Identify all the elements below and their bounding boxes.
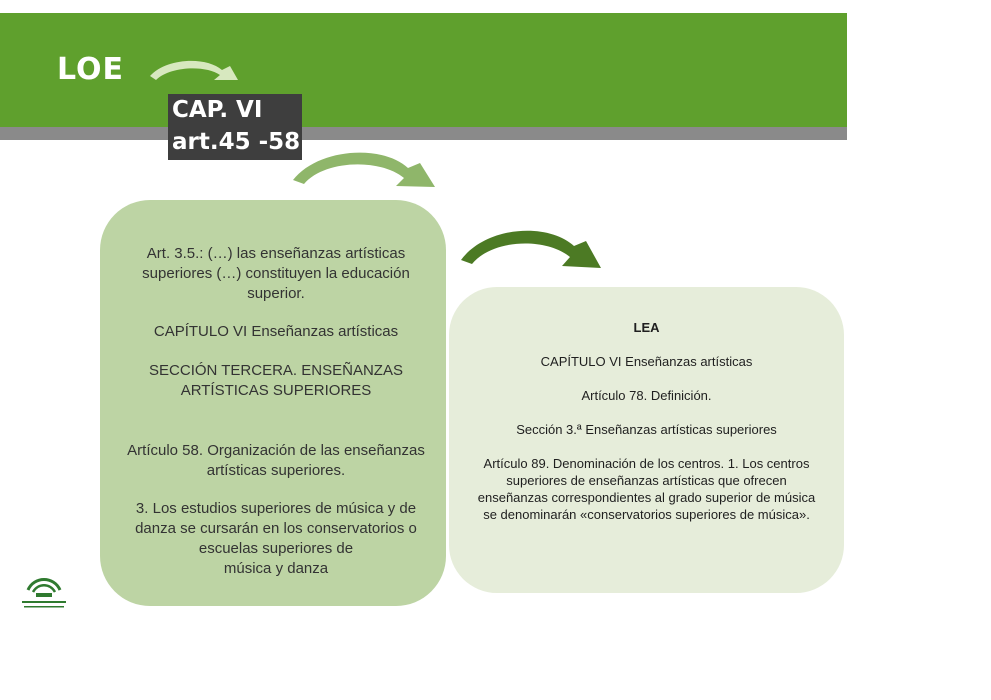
lea-paragraph: Artículo 78. Definición. — [581, 388, 712, 403]
page-title: LOE — [57, 52, 125, 87]
loe-paragraph: CAPÍTULO VI Enseñanzas artísticas — [153, 323, 399, 340]
curved-arrow-icon — [293, 152, 435, 187]
curved-arrow-icon — [461, 230, 601, 268]
lea-paragraph: Sección 3.ª Enseñanzas artísticas superi… — [516, 422, 777, 437]
lea-title: LEA — [633, 320, 660, 335]
header-banner — [0, 13, 847, 127]
articles-label: art.45 -58 — [172, 129, 301, 155]
loe-paragraph: Art. 3.5.: (…) las enseñanzas artísticas… — [142, 245, 410, 302]
lea-paragraph: CAPÍTULO VI Enseñanzas artísticas — [540, 354, 753, 369]
loe-paragraph: 3. Los estudios superiores de música y d… — [135, 500, 417, 557]
header-stripe — [0, 127, 847, 140]
loe-text-box: Art. 3.5.: (…) las enseñanzas artísticas… — [100, 200, 446, 606]
chapter-label: CAP. VI — [172, 97, 263, 123]
junta-andalucia-logo — [22, 578, 66, 608]
loe-paragraph: Artículo 58. Organización de las enseñan… — [127, 442, 425, 479]
lea-paragraph: Artículo 89. Denominación de los centros… — [477, 456, 816, 522]
chapter-box: CAP. VI art.45 -58 — [168, 94, 302, 160]
loe-paragraph: música y danza — [223, 560, 329, 577]
curved-arrow-icon — [150, 60, 238, 80]
lea-text-box: LEA CAPÍTULO VI Enseñanzas artísticas Ar… — [449, 287, 844, 593]
loe-paragraph: SECCIÓN TERCERA. ENSEÑANZAS ARTÍSTICAS S… — [149, 362, 403, 399]
